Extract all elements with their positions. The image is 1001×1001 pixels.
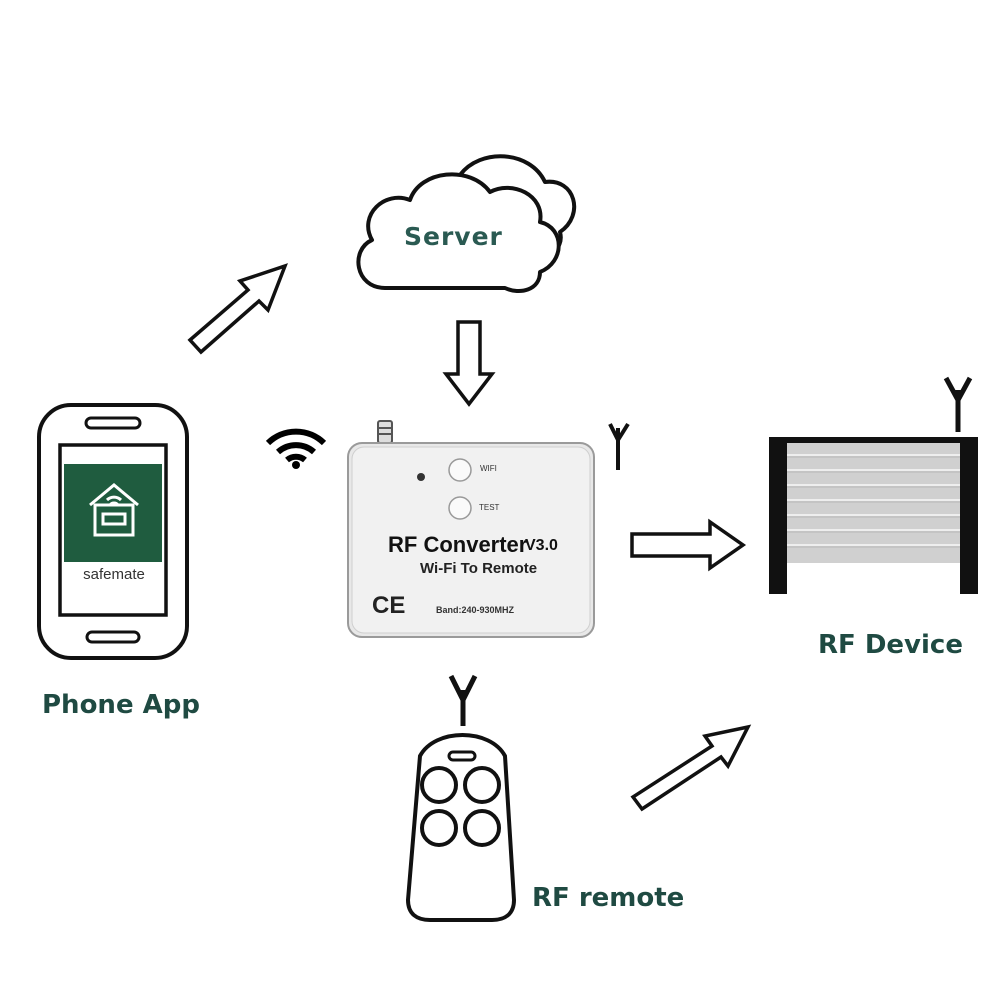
converter-title: RF Converter <box>388 532 528 557</box>
device-antenna-icon <box>943 376 973 432</box>
band-label: Band:240-930MHZ <box>436 605 515 615</box>
server-cloud-icon <box>356 154 577 293</box>
converter-subtitle: Wi-Fi To Remote <box>420 560 538 577</box>
status-led-icon <box>417 473 425 481</box>
rf-remote-label: RF remote <box>532 883 685 913</box>
arrow-converter-to-device <box>630 518 747 572</box>
wifi-button-label: WIFI <box>480 464 497 473</box>
ce-mark: CE <box>372 592 406 619</box>
app-name-label: safemate <box>83 566 145 583</box>
converter-antenna-icon <box>377 420 393 444</box>
antenna-icon <box>608 422 630 470</box>
rf-converter-device <box>347 442 595 638</box>
converter-version: V3.0 <box>525 537 558 554</box>
server-label: Server <box>404 222 503 251</box>
phone-icon <box>37 403 189 660</box>
roller-shutter-icon <box>769 437 978 594</box>
arrow-remote-to-device <box>630 724 752 812</box>
remote-antenna-icon <box>448 674 478 726</box>
test-button-icon <box>448 496 472 520</box>
arrow-phone-to-server <box>187 263 288 355</box>
rf-device-label: RF Device <box>818 630 963 660</box>
rf-remote-icon <box>405 733 517 922</box>
wifi-signal-icon <box>265 428 327 469</box>
arrow-server-to-converter <box>442 320 496 407</box>
test-button-label: TEST <box>479 503 500 512</box>
phone-app-label: Phone App <box>42 690 200 720</box>
wifi-button-icon <box>448 458 472 482</box>
